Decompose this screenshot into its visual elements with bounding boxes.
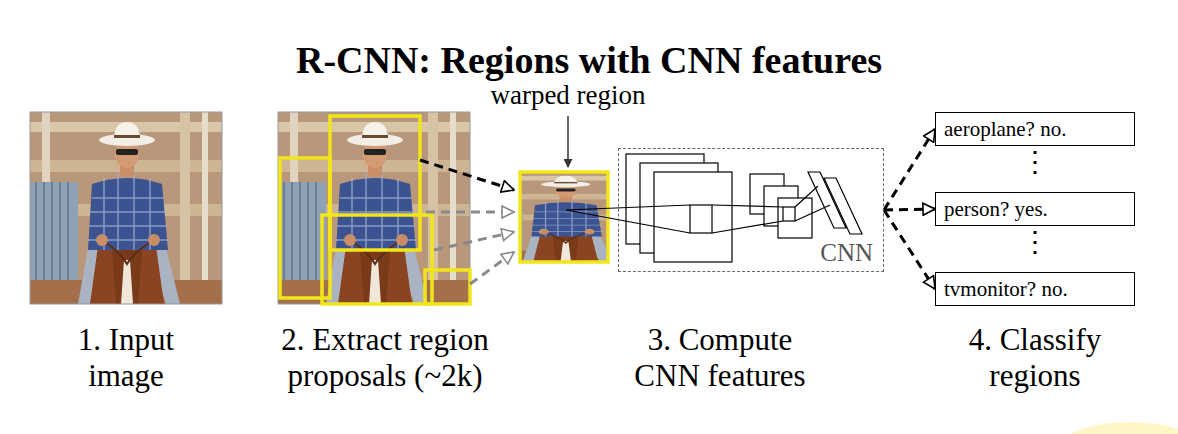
- connector-arrow: [884, 209, 935, 210]
- connector-arrow: [884, 210, 935, 289]
- input-image: [30, 112, 222, 304]
- class-label: person? yes.: [944, 197, 1048, 222]
- step-caption: 3. Compute CNN features: [623, 322, 818, 393]
- network-label: CNN: [818, 239, 875, 267]
- step-caption: 4. Classify regions: [949, 322, 1121, 393]
- class-label: tvmonitor? no.: [944, 277, 1068, 302]
- class-box: person? yes.: [935, 192, 1135, 226]
- step-caption: 2. Extract region proposals (~2k): [254, 322, 516, 393]
- class-box: aeroplane? no.: [935, 112, 1135, 146]
- ellipsis-mark: ⋮: [1015, 146, 1055, 178]
- corner-blob: [1060, 422, 1178, 434]
- callout-label: warped region: [428, 80, 708, 111]
- ellipsis-mark: ⋮: [1015, 226, 1055, 258]
- class-label: aeroplane? no.: [944, 117, 1066, 142]
- warped-region-image: [480, 116, 649, 262]
- proposal-image: [278, 112, 470, 304]
- network-box: CNN: [618, 148, 884, 272]
- proposal-arrows: [420, 160, 514, 284]
- step-caption: 1. Input image: [60, 322, 192, 393]
- connector-arrow: [884, 129, 935, 210]
- class-box: tvmonitor? no.: [935, 272, 1135, 306]
- diagram-title: R-CNN: Regions with CNN features: [0, 40, 1178, 82]
